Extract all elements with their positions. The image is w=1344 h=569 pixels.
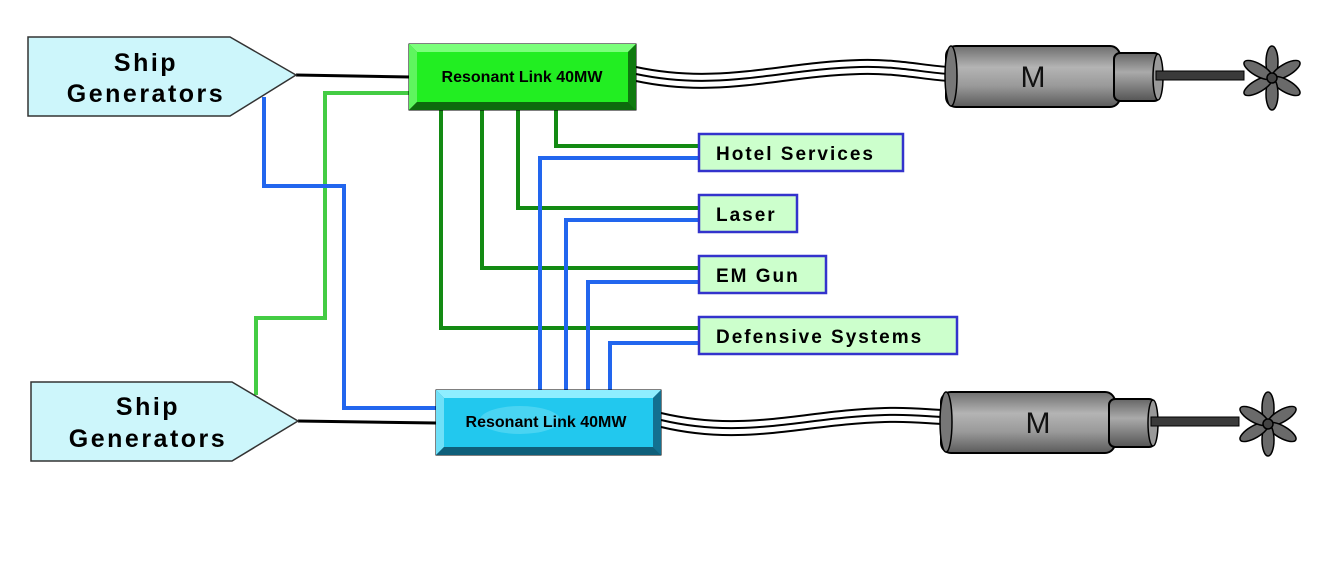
propeller-2-icon bbox=[1239, 391, 1297, 457]
generator-1: Ship Generators bbox=[27, 36, 298, 117]
resonant-link-1: Resonant Link 40MW bbox=[408, 43, 637, 111]
resonant-link-1-label: Resonant Link 40MW bbox=[442, 69, 604, 86]
generator-2-line1: Ship bbox=[116, 393, 180, 421]
motor-1: M bbox=[944, 45, 1245, 108]
load-hotel-services-label: Hotel Services bbox=[716, 144, 875, 165]
generator-2-line2: Generators bbox=[69, 425, 227, 453]
load-em-gun: EM Gun bbox=[697, 254, 828, 295]
generator-2-feeder bbox=[297, 419, 437, 425]
light-green-crosslink bbox=[254, 91, 410, 395]
motor-2: M bbox=[939, 391, 1240, 454]
generator-2-shape bbox=[30, 381, 300, 462]
load-defensive-systems-label: Defensive Systems bbox=[716, 327, 923, 348]
blue-bus-laser bbox=[564, 218, 699, 390]
resonant-link-2-label: Resonant Link 40MW bbox=[466, 414, 628, 431]
load-hotel-services: Hotel Services bbox=[697, 132, 905, 173]
green-bus-defensive bbox=[439, 110, 699, 330]
green-bus-hotel bbox=[554, 110, 699, 148]
blue-bus-defensive bbox=[608, 341, 699, 390]
generator-2: Ship Generators bbox=[30, 381, 300, 462]
generator-1-line1: Ship bbox=[114, 49, 178, 77]
green-bus-laser bbox=[516, 110, 699, 210]
load-em-gun-label: EM Gun bbox=[716, 266, 800, 287]
load-defensive-systems: Defensive Systems bbox=[697, 315, 959, 356]
resonant-link-2: Resonant Link 40MW bbox=[435, 389, 662, 456]
motor-2-label: M bbox=[1026, 407, 1051, 440]
blue-bus-emgun bbox=[586, 280, 699, 390]
generator-1-line2: Generators bbox=[67, 80, 225, 108]
blue-crosslink bbox=[262, 97, 436, 410]
propeller-1-icon bbox=[1243, 45, 1301, 111]
load-laser-label: Laser bbox=[716, 205, 777, 226]
generator-1-feeder bbox=[295, 73, 411, 79]
blue-bus-hotel bbox=[538, 156, 699, 390]
generator-1-shape bbox=[27, 36, 298, 117]
connections bbox=[254, 58, 951, 437]
load-laser: Laser bbox=[697, 193, 799, 234]
green-bus-emgun bbox=[480, 110, 699, 270]
motor-2-cable bbox=[660, 406, 946, 437]
motor-1-cable bbox=[635, 58, 951, 89]
motor-1-label: M bbox=[1021, 61, 1046, 94]
